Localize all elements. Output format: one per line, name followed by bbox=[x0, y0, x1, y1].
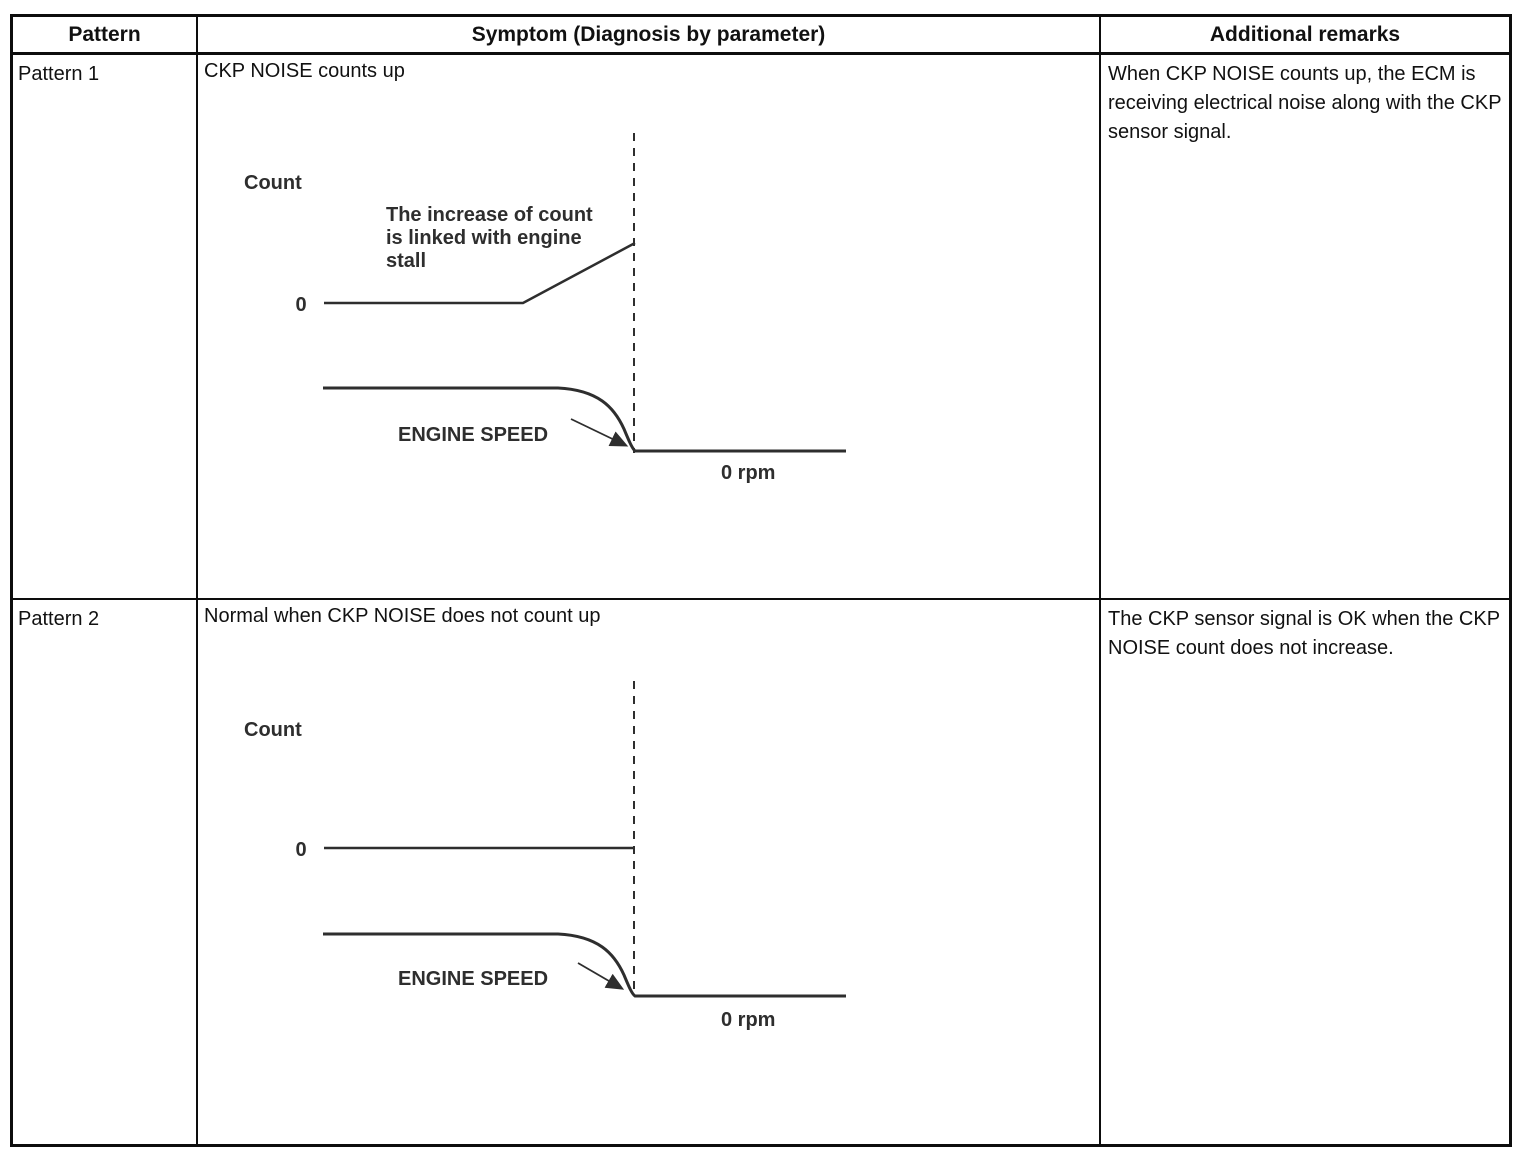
remarks-1-cell: When CKP NOISE counts up, the ECM is rec… bbox=[1101, 55, 1509, 600]
pattern-1-cell: Pattern 1 bbox=[13, 55, 198, 600]
engine-speed-label: ENGINE SPEED bbox=[398, 968, 548, 990]
rpm-zero-label: 0 rpm bbox=[721, 462, 775, 484]
symptom-2-text: Normal when CKP NOISE does not count up bbox=[204, 605, 601, 627]
engine-speed-pointer-arrow bbox=[577, 962, 625, 990]
col-header-symptom: Symptom (Diagnosis by parameter) bbox=[198, 17, 1101, 55]
col-header-remarks: Additional remarks bbox=[1101, 17, 1509, 55]
annotation-line-1: The increase of count bbox=[386, 204, 593, 226]
pattern-1-diagram: Count The increase of count is linked wi… bbox=[244, 133, 846, 484]
symptom-2-cell: Normal when CKP NOISE does not count up … bbox=[198, 600, 1101, 1144]
annotation-line-3: stall bbox=[386, 250, 426, 272]
count-axis-label: Count bbox=[244, 172, 302, 194]
engine-speed-trace bbox=[323, 386, 846, 453]
count-zero-label: 0 bbox=[295, 294, 306, 316]
count-zero-label: 0 bbox=[295, 839, 306, 861]
count-axis-label: Count bbox=[244, 719, 302, 741]
pattern-2-cell: Pattern 2 bbox=[13, 600, 198, 1144]
annotation-line-2: is linked with engine bbox=[386, 227, 582, 249]
symptom-1-cell: CKP NOISE counts up Count The increase o… bbox=[198, 55, 1101, 600]
count-trace bbox=[324, 241, 636, 305]
diagnosis-table: Pattern Symptom (Diagnosis by parameter)… bbox=[10, 14, 1512, 1147]
engine-speed-pointer-arrow bbox=[570, 418, 629, 447]
remarks-2-cell: The CKP sensor signal is OK when the CKP… bbox=[1108, 608, 1500, 659]
engine-speed-label: ENGINE SPEED bbox=[398, 424, 548, 446]
rpm-zero-label: 0 rpm bbox=[721, 1009, 775, 1031]
pattern-2-diagram: Count 0 ENGINE SPEED 0 rpm bbox=[244, 681, 846, 1031]
symptom-1-text: CKP NOISE counts up bbox=[204, 60, 405, 82]
col-header-pattern: Pattern bbox=[13, 17, 198, 55]
